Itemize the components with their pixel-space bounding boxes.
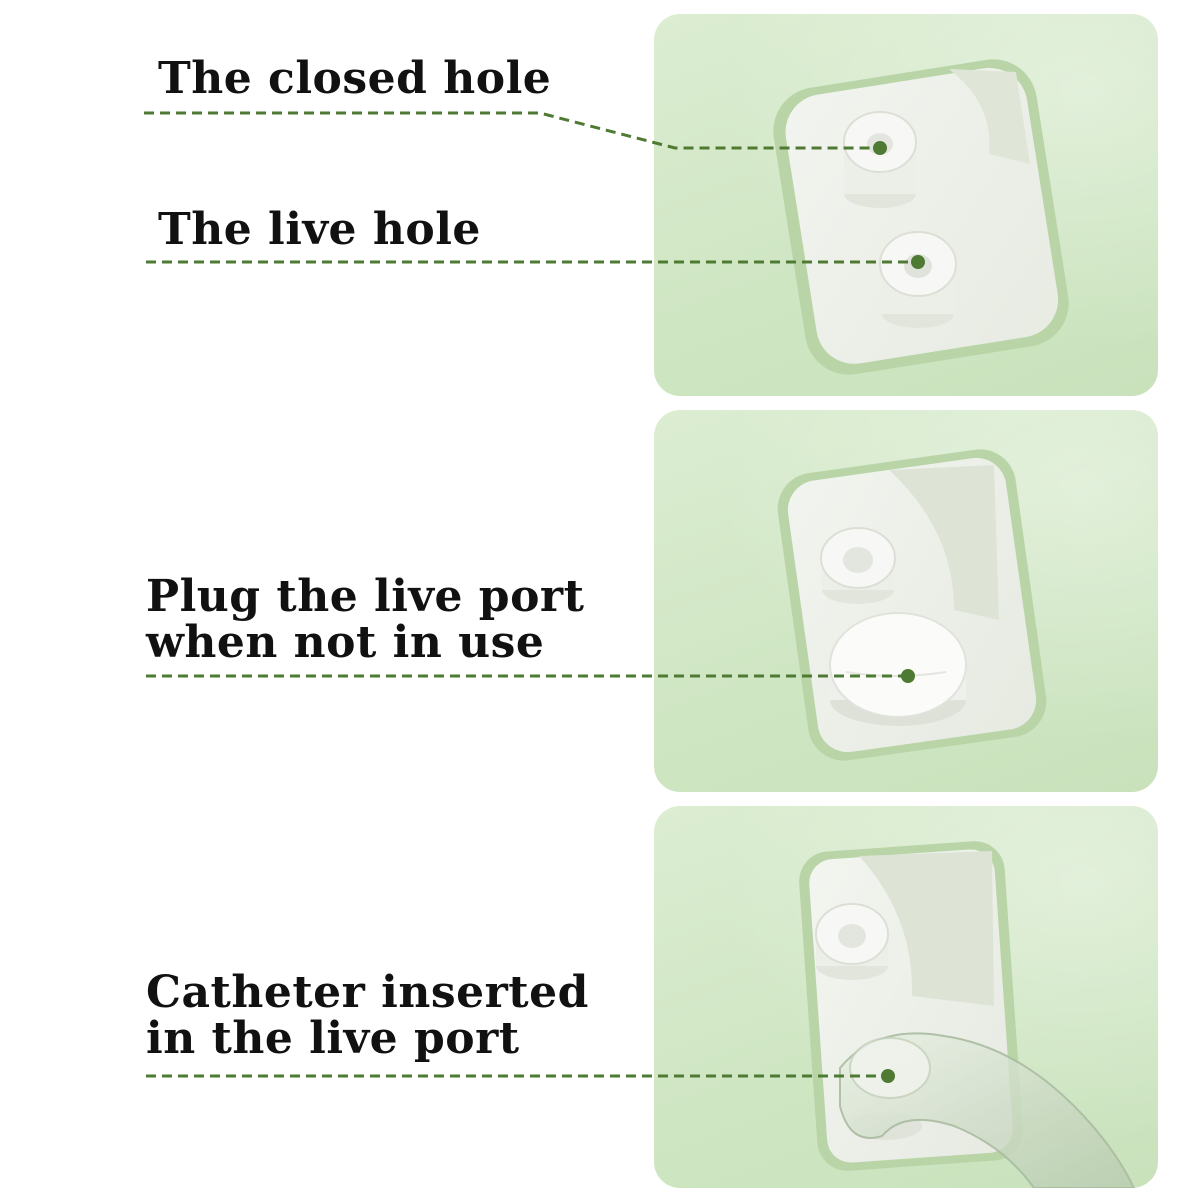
label-catheter-line-2: in the live port: [146, 1013, 520, 1064]
catheter-port-illustration: [799, 841, 1136, 1188]
label-catheter-inserted: Catheter inserted in the live port: [146, 970, 589, 1062]
label-plug-live-port: Plug the live port when not in use: [146, 574, 584, 666]
port-opening-illustration: [773, 59, 1069, 375]
label-catheter-line-1: Catheter inserted: [146, 967, 589, 1018]
plugged-port-illustration: [777, 449, 1047, 761]
label-plug-line-1: Plug the live port: [146, 571, 585, 622]
label-live-hole-text: The live hole: [158, 204, 481, 255]
label-closed-hole: The closed hole: [158, 56, 551, 102]
label-plug-line-2: when not in use: [146, 617, 545, 668]
photo-panel-plug: [654, 410, 1158, 792]
label-live-hole: The live hole: [158, 207, 481, 253]
photo-panel-catheter: [654, 806, 1158, 1188]
photo-panel-holes: [654, 14, 1158, 396]
label-closed-hole-text: The closed hole: [158, 53, 552, 104]
